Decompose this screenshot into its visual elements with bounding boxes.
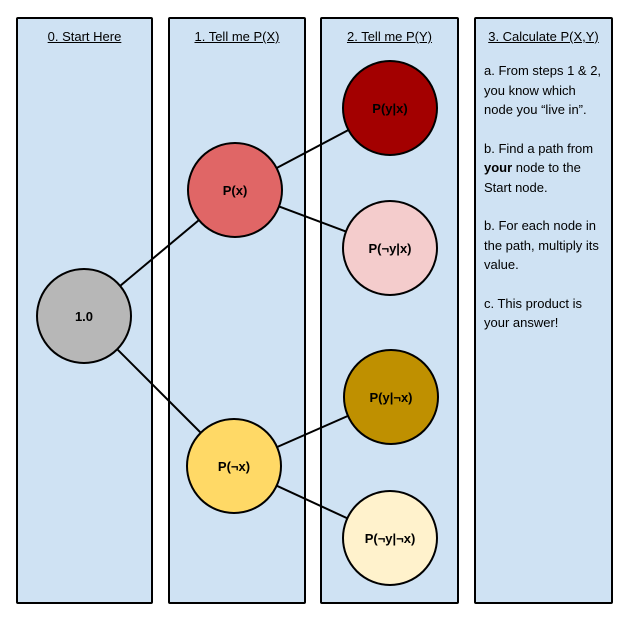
column-calculate-pxy: 3. Calculate P(X,Y) a. From steps 1 & 2,… bbox=[474, 17, 613, 604]
column-header-start-here: 0. Start Here bbox=[47, 29, 122, 44]
instructions: a. From steps 1 & 2, you know which node… bbox=[476, 61, 611, 333]
column-header-tell-me-py: 2. Tell me P(Y) bbox=[346, 29, 432, 44]
instruction-b1: b. Find a path from your node to the Sta… bbox=[484, 139, 603, 198]
instruction-c: c. This product is your answer! bbox=[484, 295, 583, 331]
instruction-b1-post: node to the Start node. bbox=[484, 160, 581, 195]
instruction-b1-bold: your bbox=[484, 160, 513, 175]
column-tell-me-py: 2. Tell me P(Y) bbox=[320, 17, 459, 604]
column-start-here: 0. Start Here bbox=[16, 17, 153, 604]
instruction-b2: b. For each node in the path, multiply i… bbox=[484, 218, 599, 272]
instruction-a: a. From steps 1 & 2, you know which node… bbox=[484, 63, 602, 117]
column-header-tell-me-px: 1. Tell me P(X) bbox=[194, 29, 280, 44]
column-tell-me-px: 1. Tell me P(X) bbox=[168, 17, 306, 604]
instruction-b1-pre: b. Find a path from bbox=[484, 140, 594, 156]
column-header-calculate-pxy: 3. Calculate P(X,Y) bbox=[488, 29, 599, 44]
